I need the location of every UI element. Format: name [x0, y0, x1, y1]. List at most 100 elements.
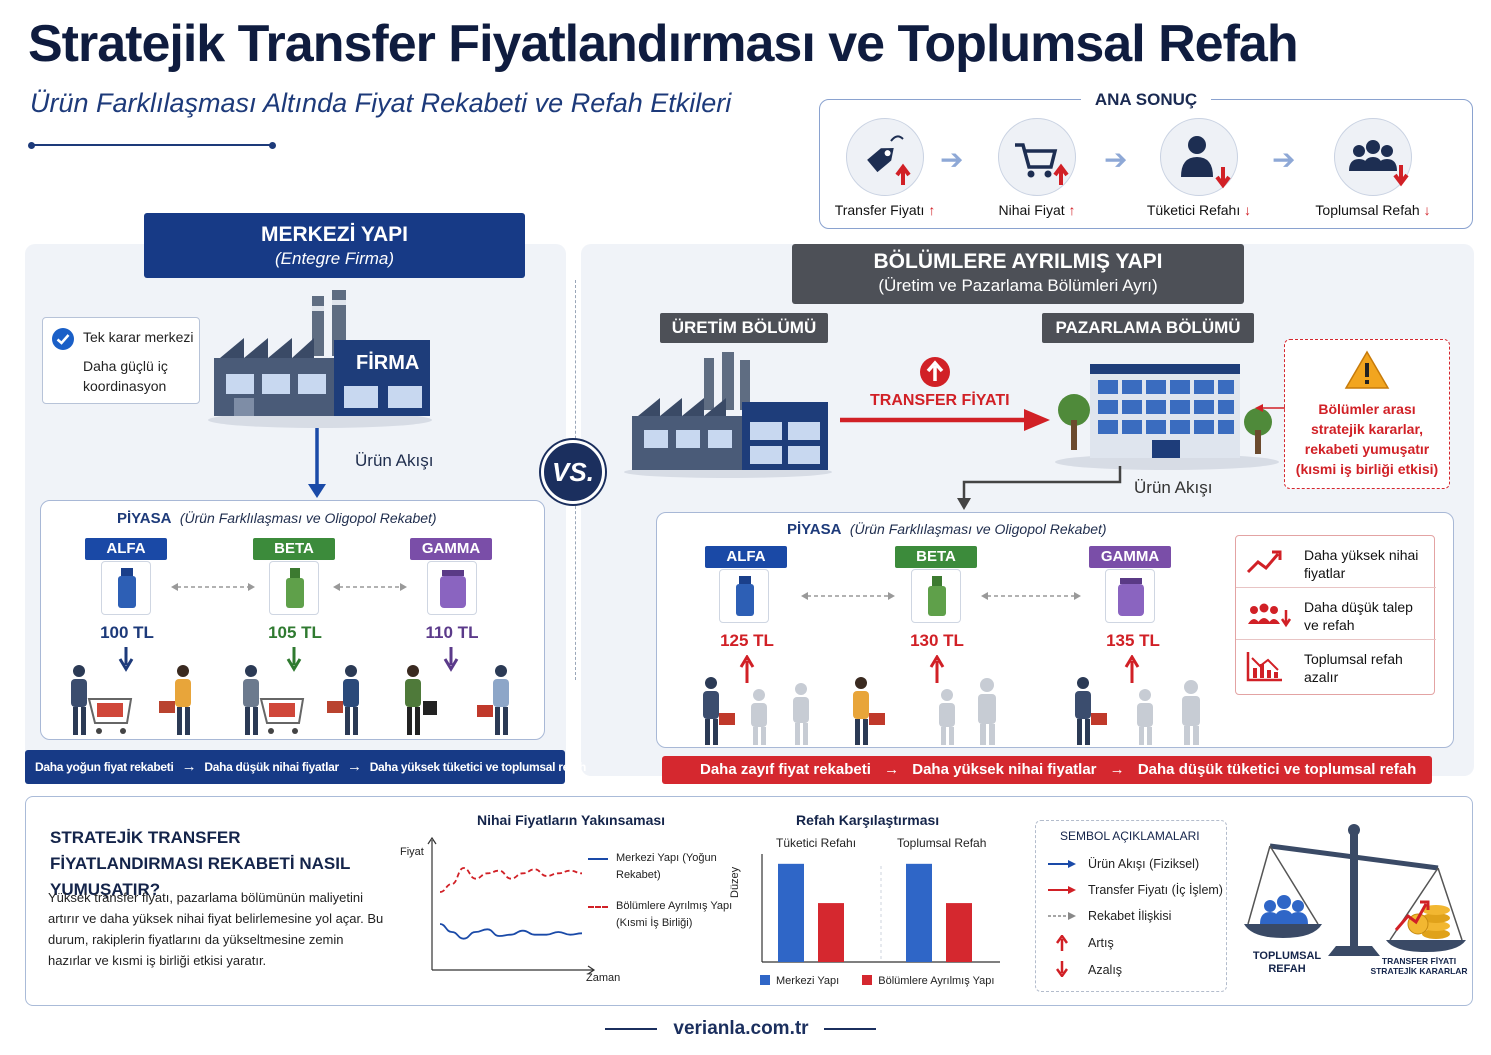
brand-alfa: ALFA — [85, 538, 167, 560]
down-arrow-icon — [1056, 961, 1068, 977]
effect-text: Daha yüksek nihai fiyatlar — [1304, 547, 1419, 581]
price-beta: 105 TL — [268, 623, 322, 642]
faded-shopper-icon — [751, 689, 767, 745]
divisional-outcome-strip: Daha zayıf fiyat rekabeti → Daha yüksek … — [662, 756, 1432, 784]
centralized-outcome-strip: Daha yoğun fiyat rekabeti → Daha düşük n… — [25, 750, 586, 784]
arrow-icon: → — [1109, 761, 1125, 778]
group-icon — [1334, 118, 1412, 196]
centralized-header: MERKEZİ YAPI (Entegre Firma) — [144, 213, 525, 278]
shopper-icon — [405, 665, 437, 735]
underline-dot — [269, 141, 276, 149]
shopper-icon — [159, 665, 191, 735]
effect-text: Toplumsal refah azalır — [1304, 651, 1403, 685]
warning-icon — [1344, 350, 1390, 389]
centralized-header-title: MERKEZİ YAPI — [260, 223, 409, 246]
chart1-legend: Merkezi Yapı (Yoğun Rekabet) Bölümlere A… — [588, 850, 738, 932]
trend-up-icon — [1246, 550, 1282, 574]
dashed-arrow-icon — [1048, 912, 1076, 920]
bottle-icon — [719, 569, 769, 623]
footer-line — [824, 1028, 876, 1030]
legend-swatch — [588, 906, 608, 908]
price-gamma: 110 TL — [425, 623, 479, 642]
result-item-social-welfare: Toplumsal Refah ↓ — [1298, 118, 1448, 218]
jar-icon — [1105, 569, 1155, 623]
chart2-ylabel: Düzey — [729, 866, 741, 898]
chart1-xlabel: Zaman — [586, 972, 621, 984]
check-item-text: Daha güçlü iç koordinasyon — [83, 358, 168, 394]
bar-2-2 — [946, 903, 972, 962]
check-item-label: Tek karar merkezi — [83, 329, 194, 345]
legend-item: Bölümlere Ayrılmış Yapı — [862, 975, 994, 987]
marketing-division-label: PAZARLAMA BÖLÜMÜ — [1042, 313, 1254, 343]
effect-text: Daha düşük talep ve refah — [1304, 599, 1413, 633]
outcome-item: Daha yüksek tüketici ve toplumsal refah — [369, 760, 587, 774]
arrow-icon: → — [346, 758, 362, 775]
symbol-label: Azalış — [1088, 963, 1123, 977]
integrated-firm-factory-icon — [208, 290, 432, 428]
shopper-icon — [853, 677, 885, 745]
up-arrow-icon — [1056, 935, 1068, 951]
market-subtitle: (Ürün Farklılaşması ve Oligopol Rekabet) — [849, 521, 1107, 537]
outcome-item: Daha yoğun fiyat rekabeti — [35, 760, 174, 774]
check-icon — [52, 328, 74, 350]
main-result-title: ANA SONUÇ — [1080, 90, 1212, 109]
product-flow-label: Ürün Akışı — [355, 451, 434, 470]
axis-arrow — [587, 965, 596, 974]
footer-site: verianla.com.tr — [673, 1018, 809, 1039]
demand-down-icon — [1248, 603, 1292, 628]
effect-item: Daha düşük talep ve refah — [1236, 588, 1436, 640]
up-arrow-icon — [929, 655, 945, 683]
shopper-icon — [327, 665, 359, 735]
shopper-icon — [477, 665, 509, 735]
explanation-text: Yüksek transfer fiyatı, pazarlama bölümü… — [48, 890, 384, 968]
price-alfa: 125 TL — [720, 631, 774, 650]
effect-item: Daha yüksek nihai fiyatlar — [1236, 536, 1436, 588]
footer-line — [605, 1028, 657, 1030]
symbol-label: Rekabet İlişkisi — [1088, 909, 1172, 923]
series-line-1 — [439, 923, 583, 940]
market-title: PİYASA (Ürün Farklılaşması ve Oligopol R… — [787, 521, 1107, 538]
shopping-cart-icon — [998, 118, 1076, 196]
consumer-icon — [1160, 118, 1238, 196]
transfer-price-label: TRANSFER FİYATI — [870, 392, 1010, 409]
main-result-box: ANA SONUÇ Transfer Fiyatı ↑ ➔ Nihai Fiya… — [819, 90, 1473, 229]
production-factory-icon — [624, 352, 832, 478]
symbol-label: Transfer Fiyatı (İç İşlem) — [1088, 883, 1223, 897]
axis-arrow — [427, 836, 437, 845]
rivalry-arrow-icon — [171, 583, 255, 591]
warning-text: Bölümler arası stratejik kararlar, rekab… — [1295, 401, 1439, 477]
flow-arrow-icon: ➔ — [940, 144, 964, 175]
shopper-icon — [243, 665, 259, 735]
faded-shopper-icon — [939, 689, 955, 745]
brand-beta: BETA — [253, 538, 335, 560]
group-label: Tüketici Refahı — [776, 836, 857, 850]
up-arrow-icon: ↑ — [1068, 202, 1076, 218]
outcome-item: Daha yüksek nihai fiyatlar — [912, 761, 1097, 778]
faded-shopper-icon — [1137, 689, 1153, 745]
blue-arrow-icon — [1048, 860, 1076, 868]
price-tag-icon — [846, 118, 924, 196]
result-label: Transfer Fiyatı — [834, 202, 925, 218]
legend-swatch — [862, 975, 873, 985]
down-arrow-icon — [443, 647, 459, 672]
scale-left-label: TOPLUMSAL REFAH — [1252, 950, 1322, 975]
increase-icon — [920, 357, 950, 387]
vs-badge: VS. — [541, 440, 605, 504]
chart2-legend: Merkezi Yapı Bölümlere Ayrılmış Yapı — [760, 975, 994, 987]
legend-item: Merkezi Yapı — [760, 975, 839, 987]
arrow-icon: → — [181, 758, 197, 775]
product-flow-arrow-icon — [308, 428, 326, 498]
symbol-label: Artış — [1088, 936, 1114, 950]
page-subtitle: Ürün Farklılaşması Altında Fiyat Rekabet… — [30, 88, 732, 118]
faded-shopper-icon — [978, 678, 996, 745]
symbol-label: Ürün Akışı (Fiziksel) — [1088, 857, 1200, 871]
result-label: Nihai Fiyat — [998, 202, 1065, 218]
series-line-2 — [439, 867, 583, 893]
brand-gamma: GAMMA — [1089, 546, 1171, 568]
outcome-item: Daha düşük tüketici ve toplumsal refah — [1137, 761, 1417, 778]
arrow-icon: → — [884, 761, 900, 778]
scale-right-label: TRANSFER FİYATI STRATEJİK KARARLAR — [1370, 956, 1468, 976]
rivalry-arrow-icon — [981, 592, 1081, 600]
outcome-item: Daha düşük nihai fiyatlar — [204, 760, 339, 774]
bar-1-1 — [778, 863, 804, 962]
